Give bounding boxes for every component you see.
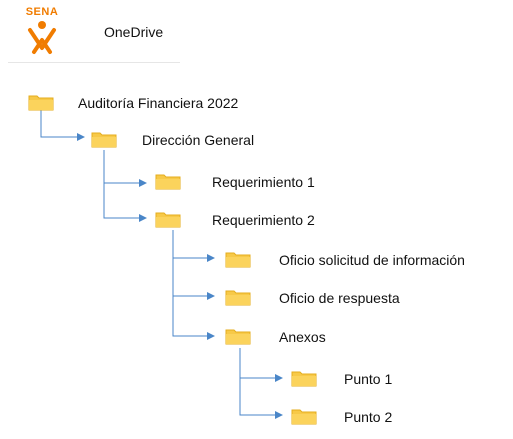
folder-icon [291, 409, 317, 425]
folder-icon [155, 174, 181, 190]
folder-icon [291, 371, 317, 387]
folder-icon [225, 290, 251, 306]
connector-req2-anexos [172, 296, 215, 340]
sena-logo: SENA [22, 6, 62, 56]
node-label: Punto 1 [344, 371, 393, 387]
connector-req2-oficio-solicitud [172, 230, 215, 262]
node-label: Oficio solicitud de información [279, 252, 465, 268]
connector-direccion-req2 [103, 183, 147, 222]
connector-direccion-req1 [103, 150, 147, 187]
connector-anexos-punto2 [239, 378, 283, 419]
node-label: Auditoría Financiera 2022 [78, 95, 239, 111]
node-label: Punto 2 [344, 409, 393, 425]
folder-icon [155, 212, 181, 228]
folder-icon [28, 95, 54, 111]
folder-icon [225, 252, 251, 268]
header: SENA OneDrive [8, 0, 180, 63]
folder-icon [225, 329, 251, 345]
connector-req2-oficio-respuesta [172, 258, 215, 300]
app-title: OneDrive [104, 24, 164, 40]
node-label: Requerimiento 2 [212, 212, 315, 228]
connector-anexos-punto1 [239, 348, 283, 382]
node-label: Dirección General [142, 132, 255, 148]
logo-text: SENA [25, 6, 59, 18]
node-label: Requerimiento 1 [212, 174, 315, 190]
connector-root-direccion [40, 110, 85, 141]
node-label: Oficio de respuesta [279, 290, 400, 306]
node-label: Anexos [279, 329, 326, 345]
folder-icon [91, 132, 117, 148]
